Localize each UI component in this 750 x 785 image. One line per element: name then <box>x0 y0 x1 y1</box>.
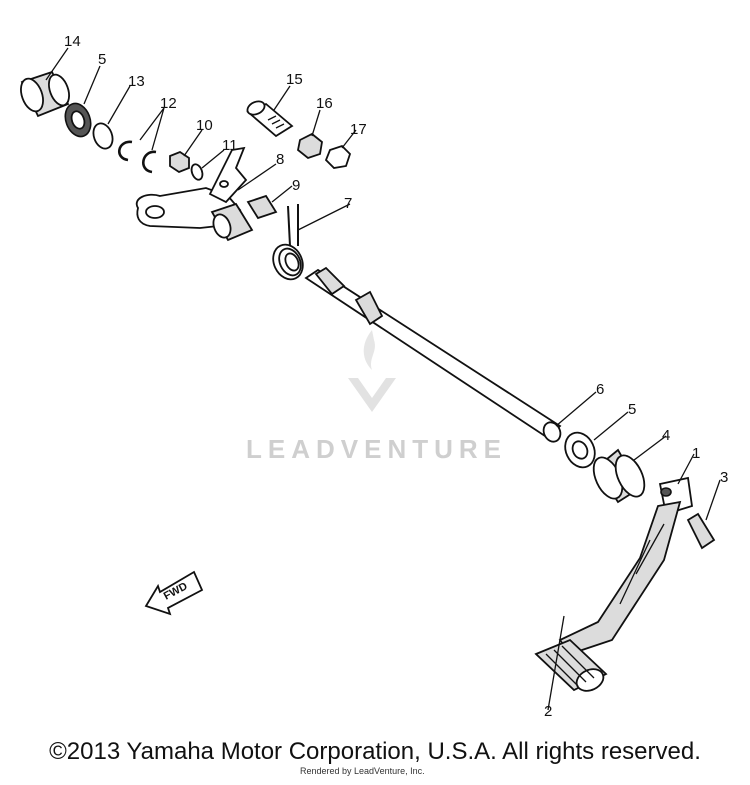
watermark-text: LEADVENTURE <box>246 434 507 464</box>
watermark-flame-icon <box>363 330 375 370</box>
part-13-washer <box>92 122 114 150</box>
label-1: 1 <box>692 445 700 462</box>
leader-lines <box>45 47 721 711</box>
label-2: 2 <box>544 703 552 720</box>
part-12-circlip-b <box>142 150 157 174</box>
label-9: 9 <box>292 177 300 194</box>
part-5-washer-lower <box>564 431 596 469</box>
rendered-by-credit: Rendered by LeadVenture, Inc. <box>300 766 425 776</box>
label-10: 10 <box>196 117 213 134</box>
part-6-shift-shaft <box>304 266 562 443</box>
copyright-notice: ©2013 Yamaha Motor Corporation, U.S.A. A… <box>49 738 701 765</box>
part-16-nut <box>297 132 323 160</box>
label-7: 7 <box>344 195 352 212</box>
fwd-arrow-icon <box>144 570 204 616</box>
watermark: LEADVENTURE <box>246 330 507 464</box>
part-labels: 14 5 13 12 10 11 8 9 7 15 16 17 6 5 4 1 … <box>64 33 728 720</box>
label-8: 8 <box>276 151 284 168</box>
part-10-nut <box>169 150 190 174</box>
label-17: 17 <box>350 121 367 138</box>
label-5-lower: 5 <box>628 401 636 418</box>
label-15: 15 <box>286 71 303 88</box>
part-8-shift-arm <box>135 146 254 242</box>
label-12: 12 <box>160 95 177 112</box>
label-16: 16 <box>316 95 333 112</box>
label-13: 13 <box>128 73 145 90</box>
part-12-circlip-a <box>118 140 133 162</box>
fwd-arrow: FWD <box>144 570 204 616</box>
part-14-bushing <box>20 70 70 118</box>
label-4: 4 <box>662 427 670 444</box>
part-15-pin <box>246 100 294 138</box>
label-5-upper: 5 <box>98 51 106 68</box>
part-9-bolt <box>246 194 278 220</box>
label-14: 14 <box>64 33 81 50</box>
part-1-shift-pedal <box>558 476 693 656</box>
label-6: 6 <box>596 381 604 398</box>
part-11-washer <box>190 163 204 181</box>
label-3: 3 <box>720 469 728 486</box>
watermark-v-icon <box>348 378 396 412</box>
part-4-seal <box>592 448 646 504</box>
label-11: 11 <box>222 137 238 154</box>
part-17-lock-washer <box>324 144 352 169</box>
part-2-pedal-rubber <box>534 638 608 692</box>
part-3-pinch-bolt <box>686 512 716 550</box>
part-5-oil-seal-upper <box>64 102 92 138</box>
part-7-return-spring <box>272 204 304 281</box>
